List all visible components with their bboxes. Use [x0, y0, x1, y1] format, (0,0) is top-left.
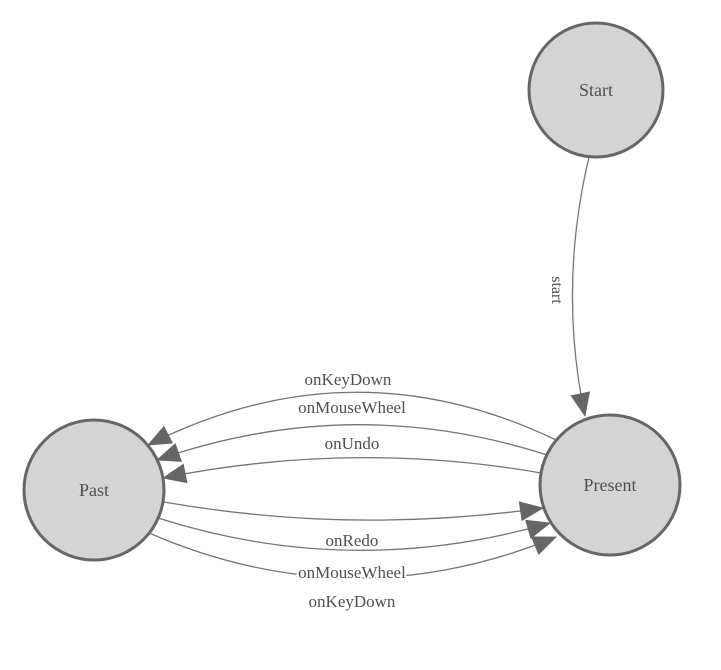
- edge-label-start: start: [548, 276, 565, 304]
- edge-present-to-past-onmousewheel[interactable]: [156, 424, 548, 462]
- node-present-label: Present: [584, 475, 637, 495]
- edge-label-onmousewheel-bottom: onMouseWheel: [298, 563, 406, 582]
- node-start-label: Start: [579, 80, 613, 100]
- edge-label-onmousewheel-top: onMouseWheel: [298, 398, 406, 417]
- node-past[interactable]: Past: [22, 418, 166, 562]
- edge-past-to-present-onredo[interactable]: [163, 501, 544, 522]
- edge-past-to-present-onmousewheel[interactable]: [157, 517, 551, 551]
- node-present-circle[interactable]: [538, 413, 682, 557]
- node-start[interactable]: Start: [527, 21, 665, 159]
- node-start-circle[interactable]: [527, 21, 665, 159]
- node-past-circle[interactable]: [22, 418, 166, 562]
- edge-label-onkeydown-bottom: onKeyDown: [309, 592, 396, 611]
- edge-label-onredo: onRedo: [326, 531, 379, 550]
- edge-present-to-past-onundo[interactable]: [162, 457, 542, 484]
- edge-label-onundo: onUndo: [325, 434, 380, 453]
- edge-start-to-present[interactable]: [570, 156, 591, 417]
- edge-present-to-past-onkeydown[interactable]: [147, 391, 557, 446]
- edge-past-to-present-onkeydown[interactable]: [148, 532, 557, 579]
- edge-label-onkeydown-top: onKeyDown: [305, 370, 392, 389]
- node-present[interactable]: Present: [538, 413, 682, 557]
- node-past-label: Past: [79, 480, 109, 500]
